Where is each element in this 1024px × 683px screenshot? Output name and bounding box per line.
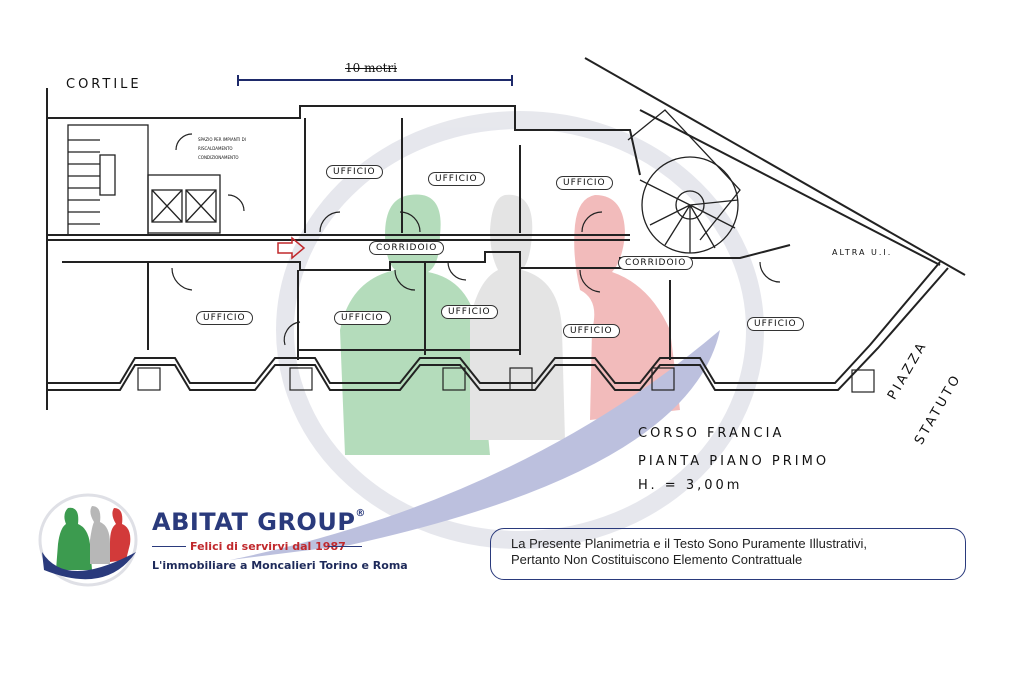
street-label: CORSO FRANCIA xyxy=(638,426,785,441)
logo-name: ABITAT GROUP® xyxy=(152,508,366,536)
tagline-rule-right xyxy=(328,546,362,547)
room-ufficio-bot-3: UFFICIO xyxy=(441,305,498,319)
columns xyxy=(137,367,875,393)
room-ufficio-bot-2: UFFICIO xyxy=(334,311,391,325)
lift-shafts xyxy=(147,174,221,234)
disclaimer-box: La Presente Planimetria e il Testo Sono … xyxy=(490,528,966,580)
room-ufficio-bot-4: UFFICIO xyxy=(563,324,620,338)
ceiling-height: H. = 3,00m xyxy=(638,478,743,493)
technical-room-note: SPAZIO PER IMPIANTI DI RISCALDAMENTO CON… xyxy=(198,137,246,160)
entrance-arrow-icon xyxy=(277,236,306,260)
room-ufficio-bot-1: UFFICIO xyxy=(196,311,253,325)
room-ufficio-top-3: UFFICIO xyxy=(556,176,613,190)
plan-title: PIANTA PIANO PRIMO xyxy=(638,454,830,469)
scale-bar xyxy=(237,75,513,86)
stairs-left xyxy=(67,124,149,236)
abitat-logo-icon xyxy=(38,493,138,587)
room-ufficio-bot-5: UFFICIO xyxy=(747,317,804,331)
logo-subtitle: L'immobiliare a Moncalieri Torino e Roma xyxy=(152,559,408,572)
scale-label: 10 metri xyxy=(345,61,397,75)
room-corridoio-1: CORRIDOIO xyxy=(369,241,445,255)
registered-mark: ® xyxy=(355,508,366,519)
room-ufficio-top-2: UFFICIO xyxy=(428,172,485,186)
disclaimer-line-1: La Presente Planimetria e il Testo Sono … xyxy=(511,536,867,551)
room-ufficio-top-1: UFFICIO xyxy=(326,165,383,179)
logo-name-text: ABITAT GROUP xyxy=(152,508,356,536)
other-unit-label: ALTRA U.I. xyxy=(832,248,893,257)
abitat-logo xyxy=(36,490,146,595)
courtyard-label: CORTILE xyxy=(66,77,142,92)
room-corridoio-2: CORRIDOIO xyxy=(618,256,694,270)
disclaimer-line-2: Pertanto Non Costituiscono Elemento Cont… xyxy=(511,552,803,567)
logo-tagline: Felici di servirvi dal 1987 xyxy=(190,540,346,553)
watermark-logo xyxy=(230,111,764,560)
tagline-rule-left xyxy=(152,546,186,547)
spiral-stair xyxy=(627,109,741,254)
doors xyxy=(171,133,781,346)
